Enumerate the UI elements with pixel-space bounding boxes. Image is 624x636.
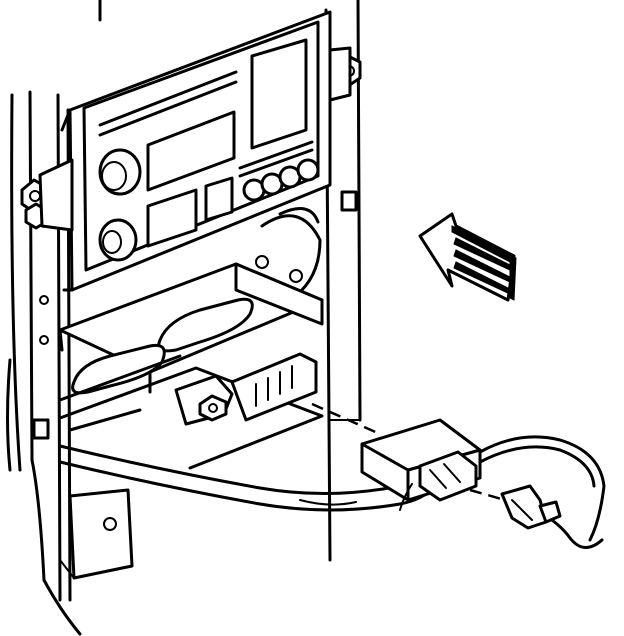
- frame-slot: [32, 418, 50, 440]
- antenna-plug: [500, 484, 562, 530]
- harness-connector: [360, 418, 482, 511]
- insertion-path: [311, 402, 381, 436]
- insertion-arrow-icon: [418, 212, 517, 302]
- volume-knob: [98, 148, 142, 196]
- bracket-nut: [174, 374, 234, 426]
- antenna-lead: [478, 435, 606, 549]
- radio-head-unit: [38, 10, 352, 302]
- antenna-insertion-path: [469, 488, 513, 504]
- tune-knob: [98, 218, 138, 262]
- mounting-bracket: [58, 255, 324, 580]
- preset-button: [296, 158, 320, 182]
- frame-slot: [340, 190, 358, 212]
